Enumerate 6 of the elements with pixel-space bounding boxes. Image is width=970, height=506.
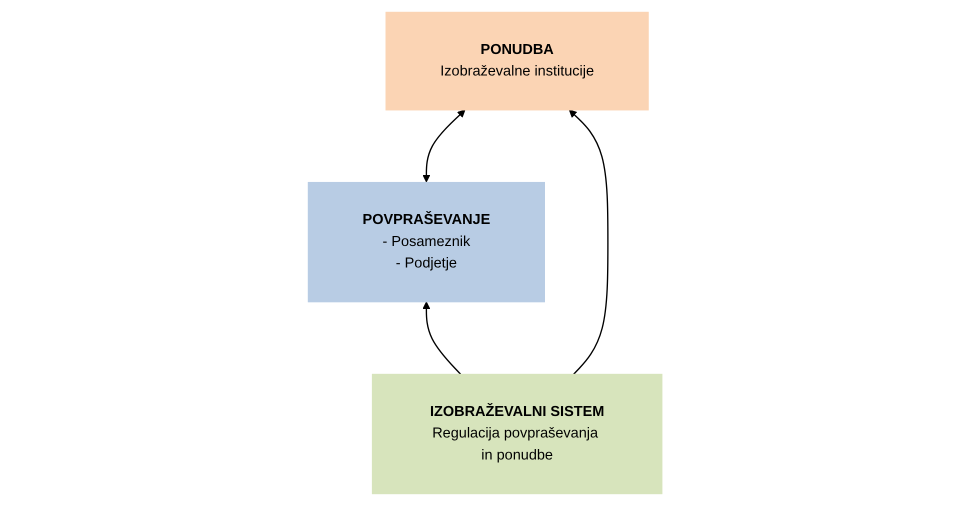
node-box: PONUDBA Izobraževalne institucije bbox=[385, 12, 649, 110]
node-box: POVPRAŠEVANJE - Posameznik - Podjetje bbox=[308, 182, 545, 302]
arrow bbox=[422, 302, 462, 375]
arrow bbox=[568, 110, 608, 375]
arrow bbox=[422, 110, 466, 182]
node-box: IZOBRAŽEVALNI SISTEM Regulacija povpraševanja in ponudbe bbox=[372, 374, 662, 494]
